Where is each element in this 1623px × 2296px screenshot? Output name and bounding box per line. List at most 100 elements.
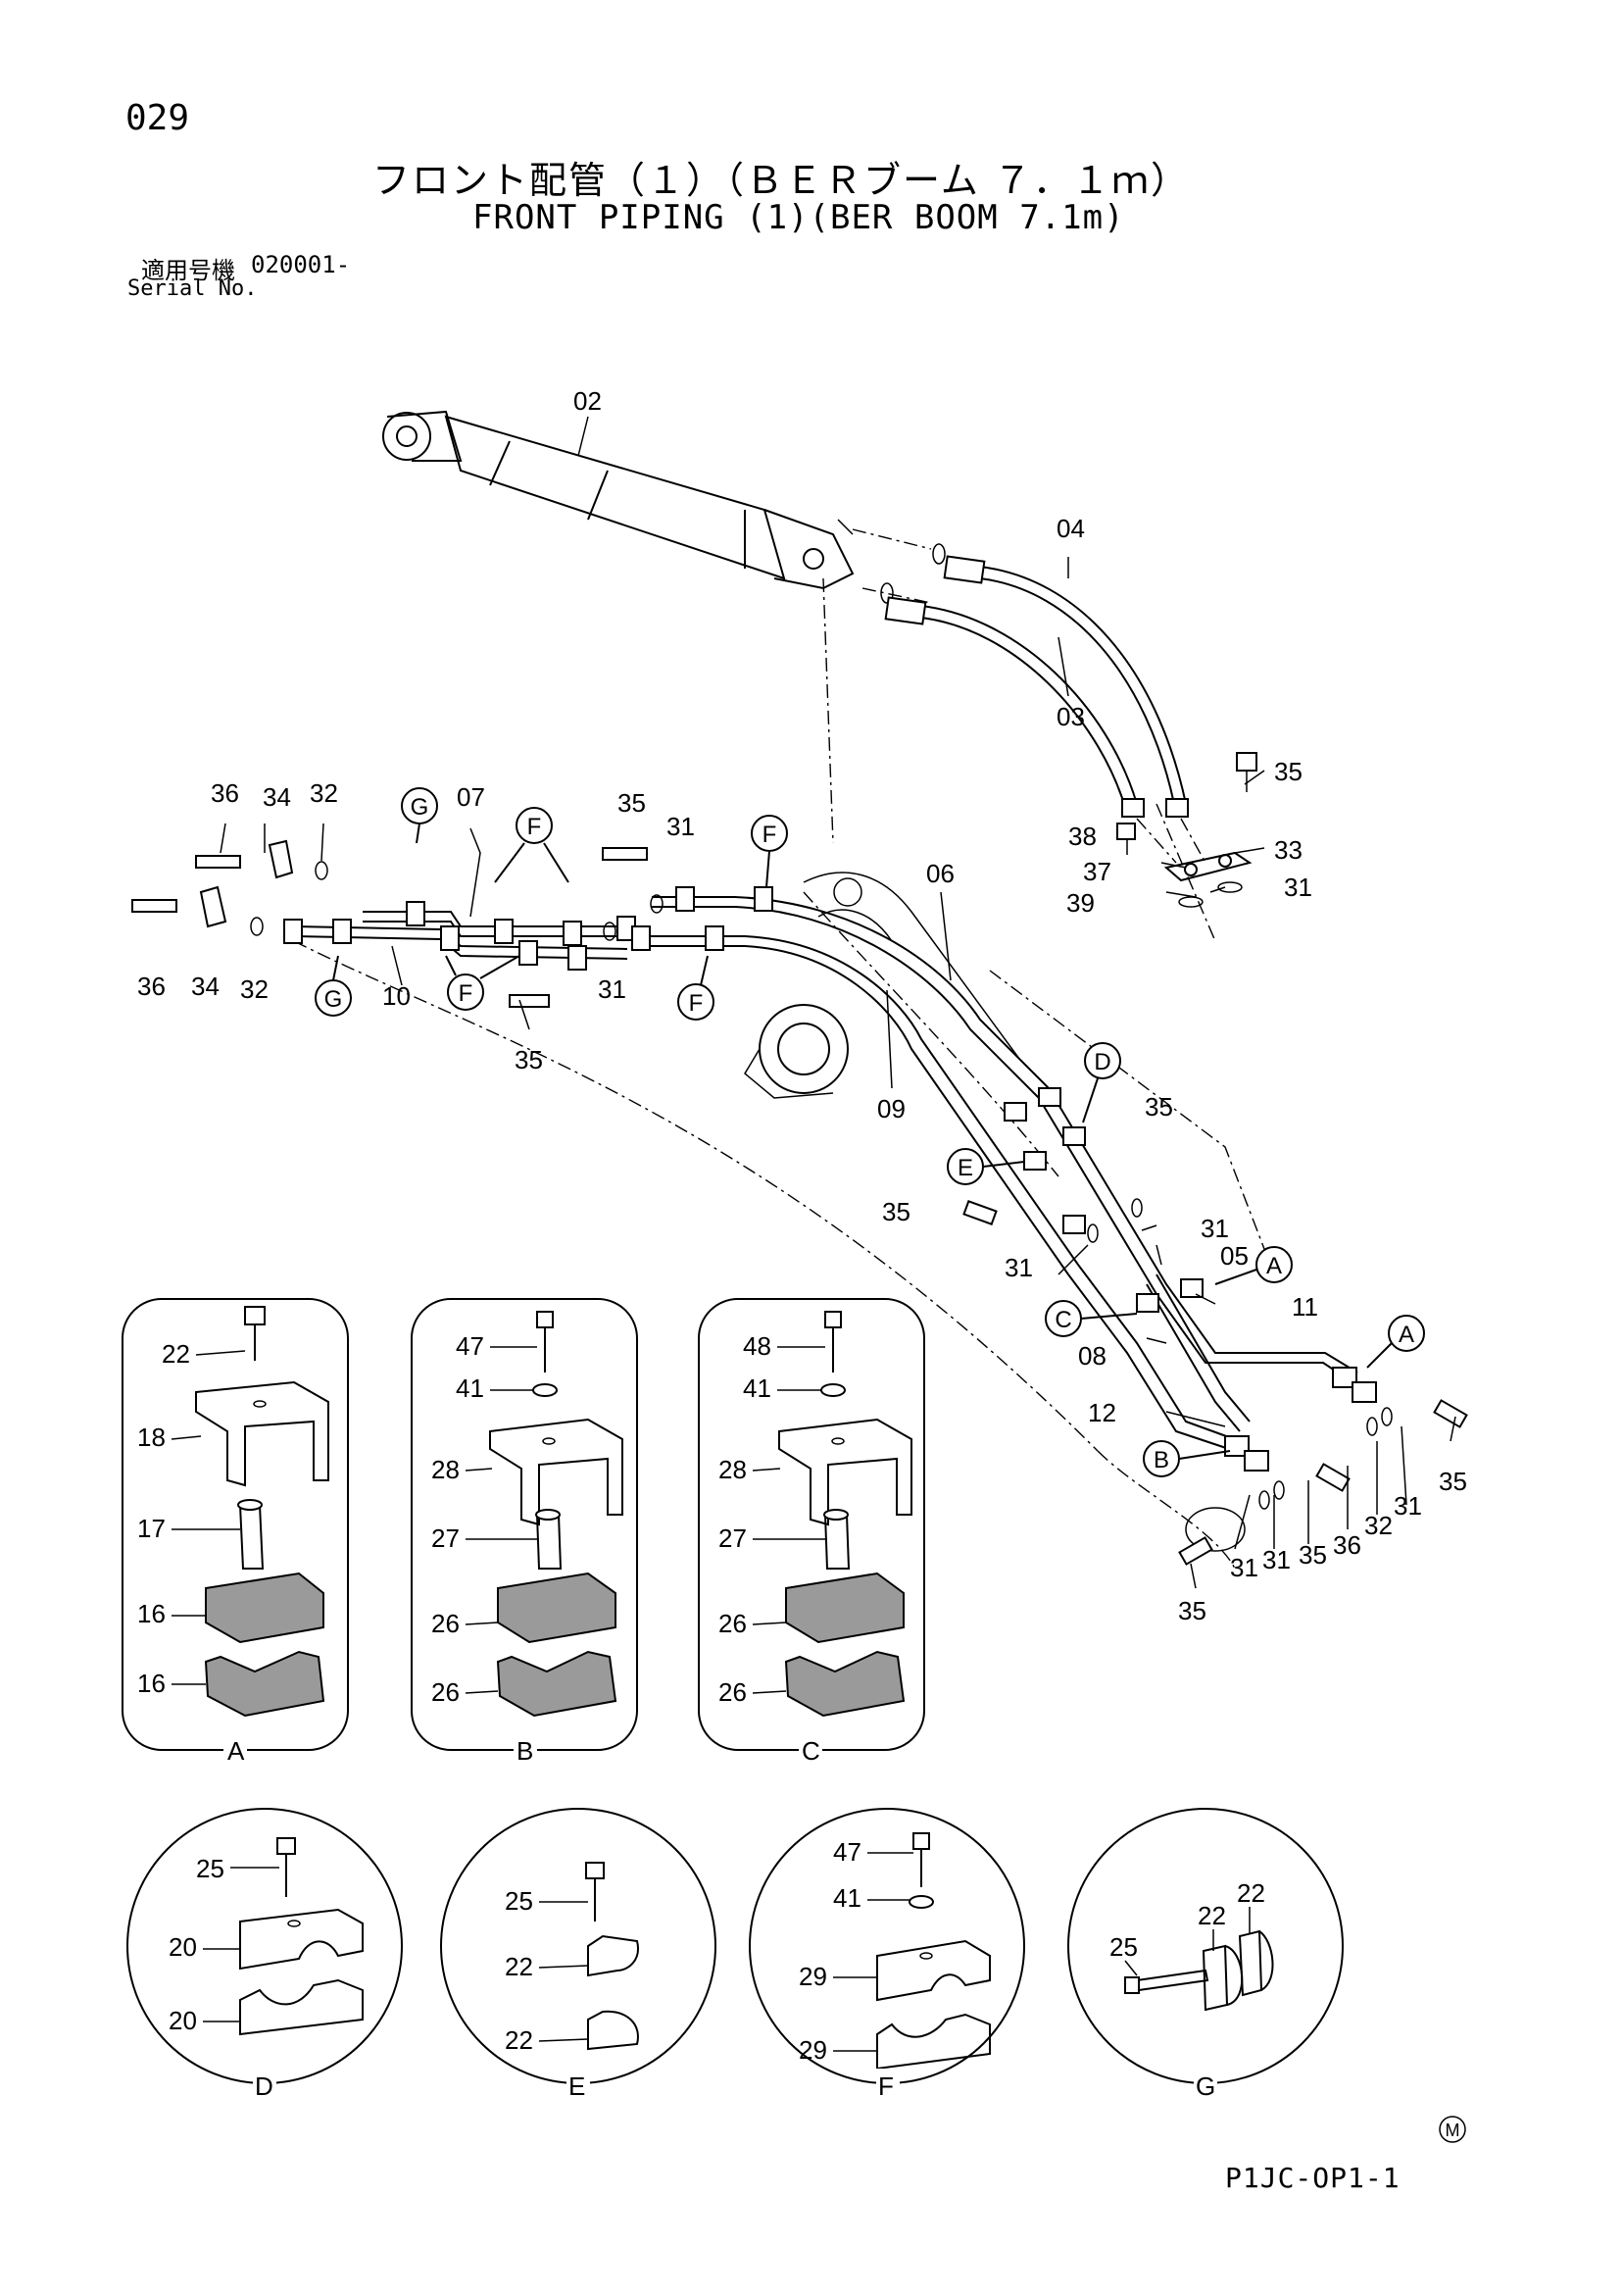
callout-38: 38 [1068,822,1097,851]
detail-b-part-26: 26 [431,1609,460,1638]
detail-b-part-28: 28 [431,1455,460,1484]
detail-b-part-41: 41 [456,1373,484,1403]
detail-f-label: F [878,2071,894,2101]
detail-a-label: A [227,1736,245,1766]
callout-10: 10 [382,981,411,1011]
detail-b: 47 41 28 27 26 26 B [411,1298,638,1766]
callout-36: 36 [211,778,239,808]
ref-f-bottom-right: F [677,955,714,1021]
svg-text:B: B [1154,1447,1169,1473]
svg-text:A: A [1266,1253,1282,1279]
detail-f-part-47: 47 [833,1837,861,1867]
detail-a-part-18: 18 [137,1423,166,1452]
callout-31: 31 [1262,1545,1291,1574]
pipe-clamps [283,886,1377,1472]
svg-text:G: G [324,986,343,1013]
callout-35: 35 [882,1197,910,1226]
flange-parts-lower-right [962,1198,1468,1566]
detail-c-part-48: 48 [743,1331,771,1361]
detail-a-part-16b: 16 [137,1669,166,1698]
callout-31: 31 [598,974,626,1004]
reference-letters: G F F G F F [315,787,1425,1477]
callout-35: 35 [515,1045,543,1074]
detail-e-part-22: 22 [505,1952,533,1981]
page-number: 029 [125,98,190,138]
callout-31: 31 [666,812,695,841]
callout-32: 32 [240,974,269,1004]
svg-text:F: F [689,990,704,1017]
detail-b-part-27: 27 [431,1523,460,1553]
boom-outline [293,577,1275,1570]
callout-35: 35 [617,788,646,818]
callout-31: 31 [1201,1214,1229,1243]
svg-text:C: C [1055,1307,1071,1333]
detail-a-part-16: 16 [137,1599,166,1628]
callout-35: 35 [1145,1092,1173,1122]
detail-c-part-28: 28 [718,1455,747,1484]
svg-text:M: M [1446,2121,1460,2140]
callout-08: 08 [1078,1341,1107,1371]
detail-d: 25 20 20 D [126,1808,403,2101]
callout-31: 31 [1284,873,1312,902]
footer-code: P1JC-OP1-1 [1225,2162,1401,2194]
detail-c-part-41: 41 [743,1373,771,1403]
svg-text:E: E [958,1155,973,1181]
page-title: FRONT PIPING (1)(BER BOOM 7.1m) [472,198,1125,237]
detail-g-part-22b: 22 [1198,1901,1226,1930]
svg-text:F: F [459,980,473,1007]
detail-g: 22 22 25 G [1067,1808,1344,2101]
svg-text:F: F [527,814,542,840]
svg-text:D: D [1094,1049,1110,1075]
callout-numbers: 02 04 03 35 38 33 37 39 31 36 34 32 07 3… [137,386,1467,1625]
detail-f-part-29: 29 [799,1962,827,1991]
detail-f-part-29b: 29 [799,2035,827,2065]
cylinder-assembly [382,410,855,590]
callout-07: 07 [457,782,485,812]
serial-label: Serial No. [127,276,258,301]
ref-e: E [947,1148,1025,1185]
detail-e-part-22b: 22 [505,2025,533,2055]
callout-35: 35 [1299,1540,1327,1570]
callout-09: 09 [877,1094,906,1123]
callout-31: 31 [1005,1253,1033,1282]
callout-32: 32 [1364,1511,1393,1540]
detail-g-part-25: 25 [1109,1932,1138,1962]
detail-a: 22 18 17 16 16 A [122,1298,349,1766]
callout-35: 35 [1178,1596,1206,1625]
detail-d-label: D [255,2071,273,2101]
detail-d-part-20b: 20 [169,2006,197,2035]
callout-34: 34 [263,782,291,812]
callout-05: 05 [1220,1241,1249,1271]
detail-d-part-25: 25 [196,1854,224,1883]
callout-33: 33 [1274,835,1303,865]
ref-g-bottom: G [315,955,352,1017]
detail-c-part-26: 26 [718,1609,747,1638]
callout-03: 03 [1057,702,1085,731]
page-title-japanese: フロント配管（１）（ＢＥＲブーム ７．１ｍ） [372,159,1190,202]
flange-parts-left [131,839,664,1008]
ref-b: B [1143,1440,1231,1477]
detail-c: 48 41 28 27 26 26 C [698,1298,925,1766]
callout-04: 04 [1057,514,1085,543]
detail-f-part-41: 41 [833,1883,861,1913]
detail-g-label: G [1196,2071,1215,2101]
callout-34: 34 [191,972,220,1001]
detail-a-part-17: 17 [137,1514,166,1543]
ref-d: D [1082,1042,1121,1123]
ref-f-top: F [494,807,569,883]
callout-12: 12 [1088,1398,1116,1427]
revision-mark: M [1439,2116,1466,2143]
callout-06: 06 [926,859,955,888]
callout-32: 32 [310,778,338,808]
callout-11: 11 [1292,1292,1318,1322]
serial-label-japanese: 適用号機 [141,257,235,284]
detail-b-part-47: 47 [456,1331,484,1361]
detail-e: 25 22 22 E [440,1808,716,2101]
callout-02: 02 [573,386,602,416]
callout-36: 36 [137,972,166,1001]
detail-b-part-26b: 26 [431,1677,460,1707]
callout-31: 31 [1230,1553,1258,1582]
detail-a-part-22: 22 [162,1339,190,1369]
detail-g-part-22: 22 [1237,1878,1265,1908]
